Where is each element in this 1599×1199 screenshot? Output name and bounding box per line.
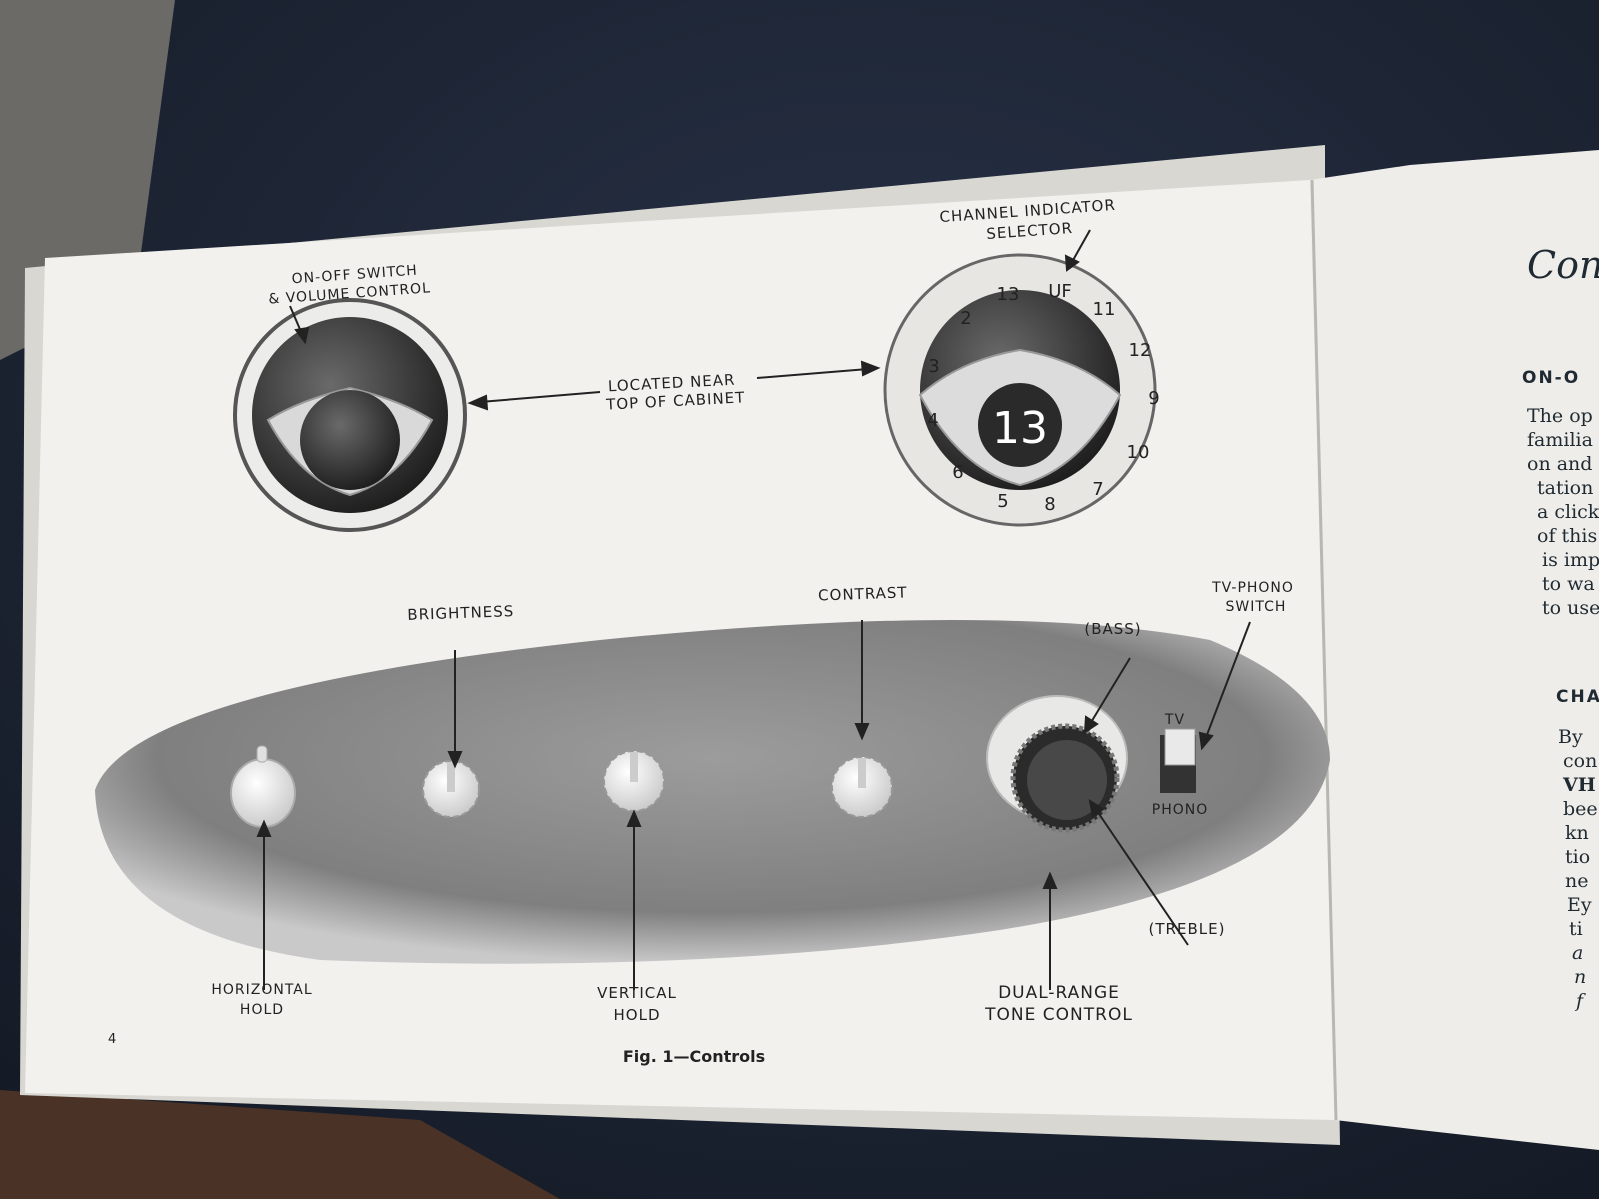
switch-tv-label: TV bbox=[1164, 712, 1185, 728]
right-body1-line: to wa bbox=[1542, 573, 1595, 595]
right-body1-line: a click bbox=[1537, 501, 1599, 523]
wooden-surface bbox=[0, 1090, 560, 1199]
right-page-title: Cont bbox=[1527, 243, 1599, 287]
right-body2-line: ti bbox=[1569, 918, 1583, 940]
dial-number: 3 bbox=[928, 356, 939, 377]
dial-number: 10 bbox=[1127, 442, 1150, 463]
on-off-knob-illustration bbox=[233, 298, 467, 532]
dial-number: 2 bbox=[960, 308, 971, 329]
right-body2-line: ne bbox=[1565, 870, 1588, 892]
right-heading-2: CHA bbox=[1556, 687, 1599, 707]
treble-label: (TREBLE) bbox=[1149, 920, 1226, 938]
right-body2-line: By bbox=[1558, 726, 1583, 748]
brightness-knob bbox=[422, 760, 480, 818]
dial-number: 13 bbox=[997, 284, 1020, 305]
tv-phono-switch bbox=[1160, 728, 1196, 793]
page-number: 4 bbox=[108, 1032, 116, 1047]
tvphono-label-line1: TV-PHONO bbox=[1211, 580, 1294, 596]
dial-number: 12 bbox=[1129, 340, 1152, 361]
bass-label: (BASS) bbox=[1084, 620, 1141, 638]
dial-number: 8 bbox=[1044, 494, 1055, 515]
right-body2-line: VH bbox=[1562, 774, 1596, 796]
right-body2-line: f bbox=[1574, 990, 1586, 1012]
pointer-lines bbox=[256, 620, 1251, 990]
right-body2-line: a bbox=[1572, 942, 1583, 964]
dial-number: 6 bbox=[952, 462, 963, 483]
switch-phono-label: PHONO bbox=[1152, 802, 1208, 818]
right-body1-line: tation bbox=[1537, 477, 1593, 499]
right-body1-line: The op bbox=[1527, 405, 1593, 427]
contrast-label: CONTRAST bbox=[818, 583, 908, 604]
right-body2-line: bee bbox=[1563, 798, 1598, 820]
dial-number: 11 bbox=[1093, 299, 1116, 320]
right-body2-line: con bbox=[1563, 750, 1597, 772]
vertical-label-line2: HOLD bbox=[614, 1006, 661, 1024]
dial-number-ring: 13 UF 11 12 9 10 7 8 5 6 4 3 2 bbox=[927, 281, 1159, 515]
vertical-hold-knob bbox=[603, 750, 665, 812]
tvphono-label-line2: SWITCH bbox=[1226, 599, 1287, 615]
located-arrows bbox=[289, 229, 1091, 411]
dualrange-label-line1: DUAL-RANGE bbox=[998, 983, 1120, 1003]
horizontal-label-line1: HORIZONTAL bbox=[211, 982, 312, 998]
right-body2-line: n bbox=[1574, 966, 1586, 988]
horizontal-label-line2: HOLD bbox=[240, 1002, 284, 1018]
right-body1-line: familia bbox=[1527, 429, 1593, 451]
right-body2-line: Ey bbox=[1567, 894, 1592, 916]
right-body2-line: tio bbox=[1565, 846, 1590, 868]
dualrange-label-line2: TONE CONTROL bbox=[984, 1005, 1133, 1025]
dial-number: 4 bbox=[927, 410, 938, 431]
right-body1-line: is imp bbox=[1542, 549, 1599, 571]
right-body2-line: kn bbox=[1565, 822, 1589, 844]
right-page bbox=[1310, 150, 1599, 1150]
vertical-label-line1: VERTICAL bbox=[597, 984, 677, 1002]
right-heading-1: ON-O bbox=[1522, 368, 1580, 388]
dial-number: 9 bbox=[1148, 388, 1159, 409]
dial-number: 5 bbox=[997, 491, 1008, 512]
right-body1-line: on and bbox=[1527, 453, 1592, 475]
figure-caption: Fig. 1—Controls bbox=[623, 1047, 765, 1066]
dial-number: UF bbox=[1048, 281, 1072, 302]
right-body1-line: to use bbox=[1542, 597, 1599, 619]
right-body1-line: of this bbox=[1537, 525, 1597, 547]
selected-channel-number: 13 bbox=[992, 403, 1048, 454]
dial-number: 7 bbox=[1092, 479, 1103, 500]
contrast-knob bbox=[831, 756, 893, 818]
channel-selector-knob-illustration bbox=[883, 253, 1157, 527]
brightness-label: BRIGHTNESS bbox=[407, 602, 515, 624]
